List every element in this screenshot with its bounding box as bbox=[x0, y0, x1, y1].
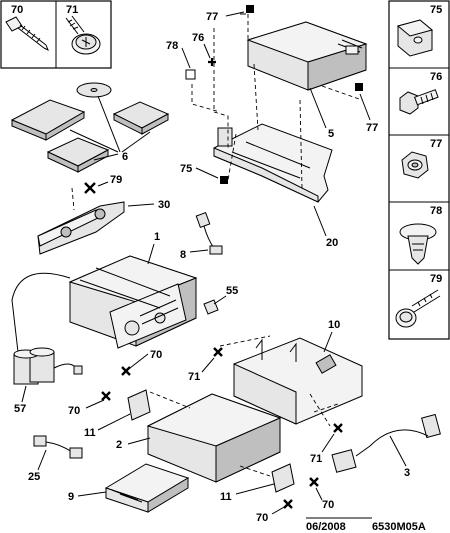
fastener-panel-right: 75 76 77 78 79 bbox=[388, 0, 450, 340]
callout-57: 57 bbox=[14, 403, 26, 415]
marker-70c-icon bbox=[309, 477, 319, 487]
bolt-76-icon bbox=[399, 89, 439, 115]
reference-code: 6530M05A bbox=[372, 521, 426, 533]
callout-11-b: 11 bbox=[220, 491, 232, 503]
push-clip-78-icon bbox=[399, 223, 437, 265]
nav-unit-5 bbox=[246, 21, 368, 91]
callout-75-a: 75 bbox=[180, 163, 192, 175]
connector-8 bbox=[195, 212, 223, 255]
reference-date: 06/2008 bbox=[306, 521, 346, 533]
callout-9: 9 bbox=[68, 491, 74, 503]
screw-71-icon bbox=[65, 15, 101, 55]
bracket-10 bbox=[233, 337, 363, 425]
callout-2: 2 bbox=[116, 439, 122, 451]
marker-70b-icon bbox=[101, 391, 111, 401]
callout-79-a: 79 bbox=[110, 174, 122, 186]
callout-71-top: 71 bbox=[66, 4, 78, 16]
reference-block: 06/2008 6530M05A bbox=[306, 517, 426, 533]
card-reader-9 bbox=[104, 463, 190, 513]
callout-20: 20 bbox=[326, 237, 338, 249]
callout-70-d: 70 bbox=[256, 512, 268, 524]
callout-79-right: 79 bbox=[430, 273, 442, 285]
callout-55: 55 bbox=[226, 285, 238, 297]
callout-8: 8 bbox=[180, 249, 186, 261]
cable-3 bbox=[331, 413, 441, 473]
callout-78-a: 78 bbox=[166, 40, 178, 52]
callout-6: 6 bbox=[122, 151, 128, 163]
bracket-30 bbox=[37, 187, 125, 255]
marker-77a-icon bbox=[246, 5, 254, 13]
marker-70a-icon bbox=[121, 366, 131, 376]
callout-1: 1 bbox=[154, 231, 160, 243]
nut-77-icon bbox=[401, 151, 429, 179]
callout-25: 25 bbox=[28, 471, 40, 483]
callout-77-b: 77 bbox=[366, 122, 378, 134]
callout-3: 3 bbox=[404, 467, 410, 479]
callout-75-right: 75 bbox=[430, 4, 442, 16]
bracket-20 bbox=[213, 123, 333, 203]
marker-71a-icon bbox=[213, 347, 223, 357]
callout-70-b: 70 bbox=[68, 405, 80, 417]
callout-70-top: 70 bbox=[11, 4, 23, 16]
radio-unit-1 bbox=[68, 255, 198, 349]
pads-6 bbox=[10, 82, 170, 173]
battery-57 bbox=[13, 347, 83, 385]
callout-70-a: 70 bbox=[150, 349, 162, 361]
marker-75a-icon bbox=[220, 176, 228, 184]
screw-79-icon bbox=[395, 289, 441, 328]
callout-70-c: 70 bbox=[322, 499, 334, 511]
callout-71-a: 71 bbox=[188, 371, 200, 383]
fastener-panel-top-left: 70 71 bbox=[0, 0, 112, 69]
marker-77b-icon bbox=[355, 83, 363, 91]
module-2 bbox=[127, 389, 295, 493]
screw-70-icon bbox=[5, 16, 49, 52]
callout-11-a: 11 bbox=[84, 427, 96, 439]
marker-79a-icon bbox=[84, 182, 96, 194]
callout-78-right: 78 bbox=[430, 205, 442, 217]
callout-10: 10 bbox=[328, 319, 340, 331]
callout-30: 30 bbox=[158, 199, 170, 211]
marker-78a-icon bbox=[185, 69, 196, 80]
clip-nut-75-icon bbox=[396, 19, 434, 57]
callout-76-a: 76 bbox=[192, 32, 204, 44]
callout-77-a: 77 bbox=[206, 11, 218, 23]
marker-71b-icon bbox=[333, 423, 343, 433]
callout-77-right: 77 bbox=[430, 138, 442, 150]
callout-76-right: 76 bbox=[430, 71, 442, 83]
callout-71-b: 71 bbox=[310, 453, 322, 465]
cable-25 bbox=[33, 435, 83, 459]
callout-5: 5 bbox=[328, 128, 334, 140]
marker-76a-icon bbox=[208, 58, 216, 66]
plug-55 bbox=[203, 299, 219, 315]
